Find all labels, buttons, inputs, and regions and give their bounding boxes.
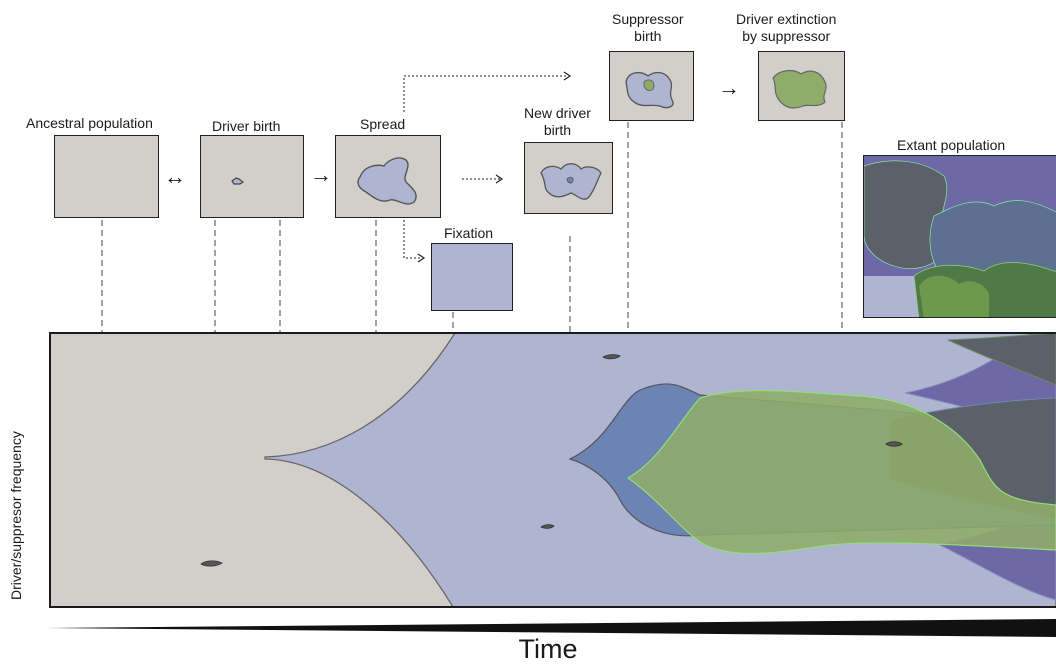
label-new-driver-birth: New driver birth	[524, 105, 591, 139]
label-spread: Spread	[360, 116, 406, 132]
label-new-driver-line1: New driver	[524, 105, 591, 121]
extant-mid-region	[929, 200, 1056, 282]
dotted-arrowhead-suppressor	[563, 71, 572, 81]
box-suppressor-birth	[609, 51, 694, 121]
label-suppressor-line1: Suppressor	[612, 11, 684, 27]
label-suppressor-birth: Suppressor birth	[612, 11, 684, 45]
driver-blob-marker-2	[540, 524, 555, 529]
driver-blob-small	[231, 177, 245, 185]
label-ancestral-population: Ancestral population	[26, 115, 153, 131]
forward-arrow-icon-2: →	[718, 75, 740, 100]
time-wedge	[46, 619, 1056, 637]
main-frame	[49, 332, 1056, 608]
label-driver-extinction: Driver extinction by suppressor	[736, 11, 836, 45]
suppressor-region	[626, 389, 1056, 555]
box-driver-birth	[200, 135, 304, 218]
label-driver-birth: Driver birth	[212, 118, 281, 134]
box-fixation	[431, 243, 513, 311]
gray-top-wave	[947, 333, 1056, 386]
bidirectional-arrow-icon: ↔	[164, 164, 186, 189]
label-extant-population: Extant population	[897, 137, 1006, 153]
dotted-arrowhead-fixation	[417, 253, 426, 263]
label-new-driver-line2: birth	[543, 122, 572, 138]
box-new-driver-birth	[524, 142, 613, 214]
label-extinction-line2: by suppressor	[742, 28, 831, 44]
label-extinction-line1: Driver extinction	[736, 11, 837, 27]
suppressor-blob	[772, 69, 827, 109]
x-axis-label: Time	[518, 634, 578, 664]
box-extant-population	[863, 155, 1056, 318]
extant-light-corner	[864, 284, 914, 317]
driver-blob-marker-1	[602, 354, 621, 360]
box-spread	[335, 135, 441, 218]
dotted-arrowhead-new-driver	[495, 174, 504, 184]
dotted-connectors	[403, 75, 568, 259]
box-ancestral-population	[54, 135, 159, 218]
forward-arrow-icon-1: →	[310, 162, 332, 187]
label-suppressor-line2: birth	[634, 28, 662, 44]
new-driver-spot-icon	[566, 176, 574, 184]
driver-blob-marker-4	[885, 441, 903, 447]
label-fixation: Fixation	[444, 225, 494, 241]
y-axis-label: Driver/suppresor frequency	[8, 431, 24, 600]
driver-blob-spread	[357, 157, 417, 205]
extant-green-bright	[919, 275, 989, 317]
suppressor-spot-icon	[643, 79, 655, 91]
driver-blob-marker-3	[200, 560, 223, 567]
box-driver-extinction	[758, 51, 845, 121]
